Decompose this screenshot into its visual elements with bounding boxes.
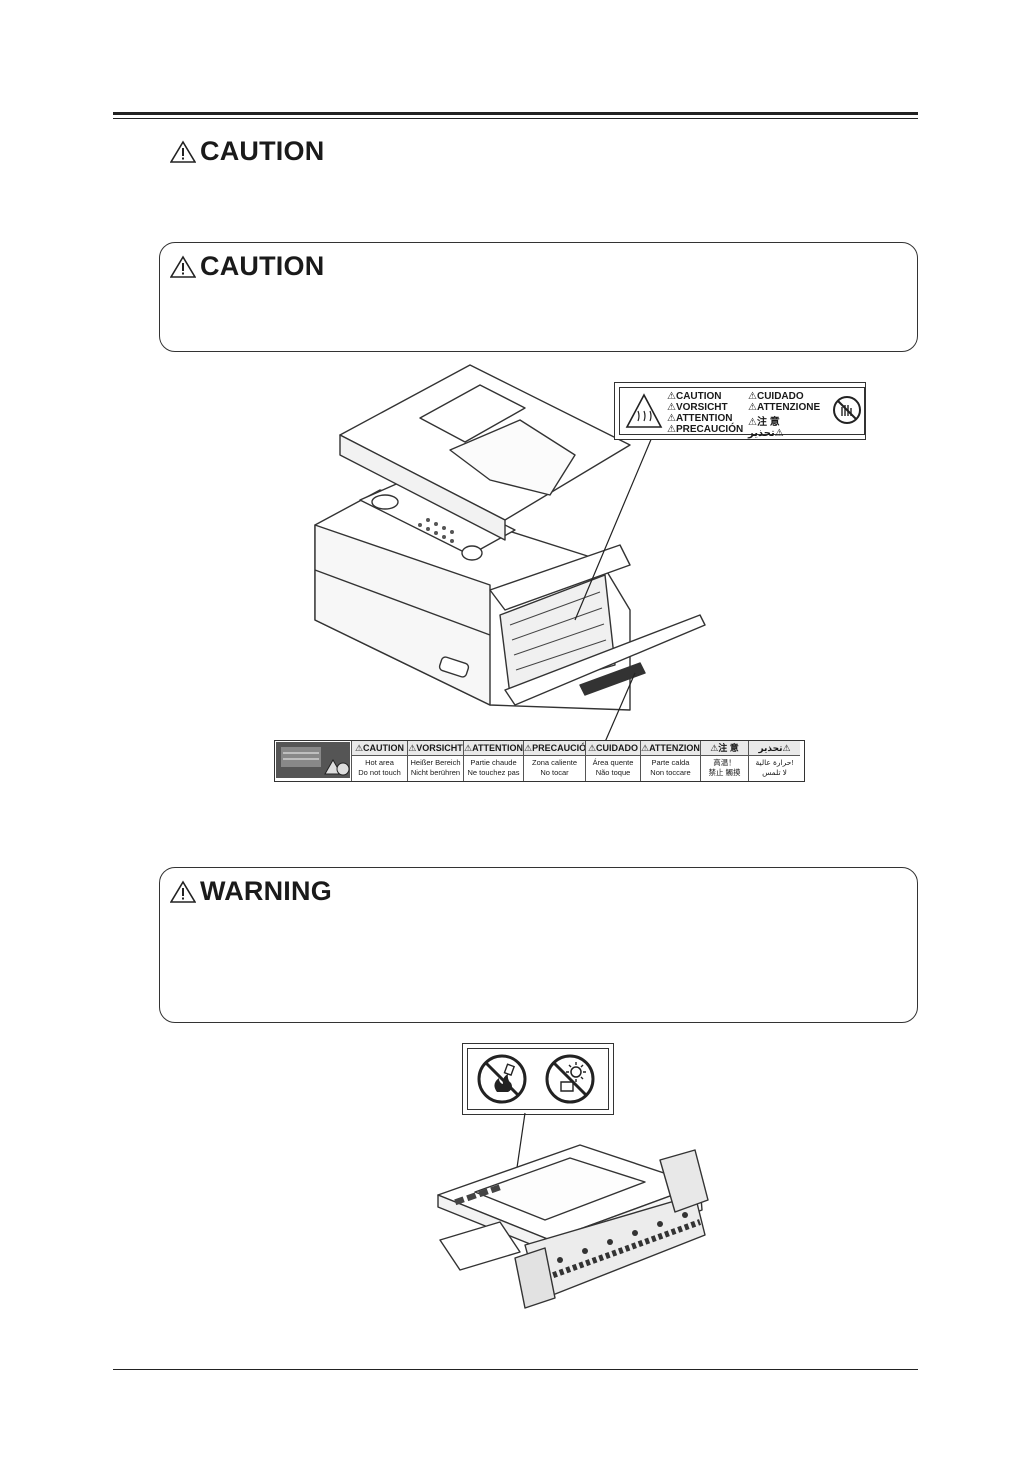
upper-label-col1: ⚠CAUTION ⚠VORSICHT ⚠ATTENTION ⚠PRECAUCIÓ…: [667, 391, 743, 435]
caution-box: CAUTION: [159, 242, 918, 352]
no-sunlight-icon: [545, 1054, 595, 1104]
warning-box: WARNING: [159, 867, 918, 1023]
upper-label-item: ⚠CAUTION: [667, 391, 722, 402]
no-touch-icon: [833, 396, 861, 424]
header-rule-thick: [113, 112, 918, 115]
caution-box-heading-text: CAUTION: [200, 251, 325, 281]
hot-surface-icon: [276, 742, 350, 778]
no-fire-icon: [477, 1054, 527, 1104]
warning-triangle-icon: [170, 254, 196, 278]
caution-heading-top: CAUTION: [170, 136, 324, 167]
footer-rule: [113, 1369, 918, 1370]
upper-label-item: ⚠注 意: [748, 417, 780, 428]
strip-cell: تحذير⚠ حرارة عالية!لا تلمس: [748, 741, 800, 781]
warning-box-heading-text: WARNING: [200, 876, 332, 906]
upper-label-item: ⚠PRECAUCIÓN: [667, 424, 744, 435]
lower-leader-line: [604, 672, 636, 743]
upper-label-col2: ⚠CUIDADO ⚠ATTENZIONE ⚠注 意 تحذير⚠: [748, 391, 820, 439]
toner-cartridge-illustration: [437, 1144, 709, 1309]
warning-triangle-icon: [170, 879, 196, 903]
cartridge-warning-label: [462, 1043, 614, 1115]
caution-heading-text: CAUTION: [200, 136, 325, 166]
warning-triangle-icon: [170, 139, 196, 163]
header-rule-thin: [113, 118, 918, 119]
printer-illustration: [314, 364, 706, 711]
warning-box-heading: WARNING: [170, 876, 332, 907]
upper-leader-line: [574, 429, 656, 621]
upper-label-item: ⚠ATTENTION: [667, 413, 733, 424]
upper-label-item: ⚠ATTENZIONE: [748, 402, 821, 413]
caution-box-heading: CAUTION: [170, 251, 324, 282]
upper-label-item: ⚠CUIDADO: [748, 391, 804, 402]
upper-label-item: تحذير⚠: [748, 428, 784, 439]
hot-surface-icon: [625, 393, 663, 428]
upper-label-item: ⚠VORSICHT: [667, 402, 728, 413]
upper-warning-label: ⚠CAUTION ⚠VORSICHT ⚠ATTENTION ⚠PRECAUCIÓ…: [614, 382, 866, 440]
strip-cell: ⚠注 意 高温！禁止 觸摸: [700, 741, 748, 781]
